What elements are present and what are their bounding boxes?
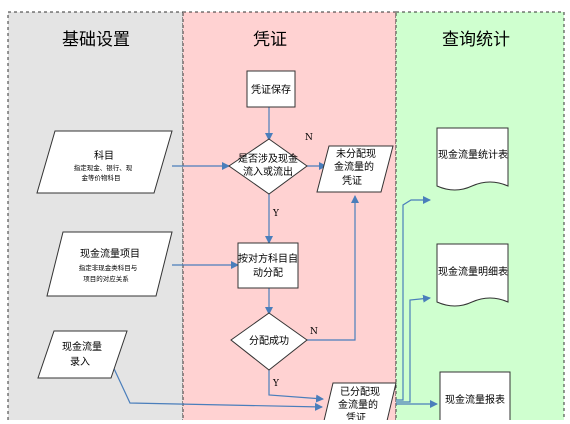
node-auto-allocate-line1: 按对方科目自 — [238, 252, 298, 265]
node-decision-cash: 是否涉及现金 流入或流出 — [228, 138, 308, 195]
node-subject: 科目 指定现金、银行、现 金等价物科目 — [36, 130, 173, 194]
node-detail-report-text: 现金流量明细表 — [438, 265, 508, 278]
node-unallocated-line2: 金流量的 — [334, 160, 374, 173]
node-voucher-save-text: 凭证保存 — [251, 83, 291, 96]
node-unallocated-line1: 未分配现 — [336, 148, 376, 160]
lane-query — [395, 11, 565, 423]
edge-allocated-to-detail — [396, 294, 431, 403]
node-subject-title: 科目 — [94, 149, 114, 162]
node-allocated-line1: 已分配现 — [340, 386, 380, 398]
edge-manual-to-allocated — [109, 359, 323, 411]
node-allocate-success: 分配成功 — [230, 312, 308, 371]
edge-label-n2: N — [310, 327, 318, 337]
edge-label-n1: N — [305, 133, 313, 143]
node-cash-item-desc-line1: 指定非现金类科目与 — [79, 263, 138, 272]
edge-label-y1: Y — [272, 209, 280, 219]
node-auto-allocate-line2: 动分配 — [253, 267, 283, 279]
edge-success-yes-to-allocated — [268, 370, 324, 403]
node-allocate-success-text: 分配成功 — [249, 335, 289, 347]
node-decision-cash-line2: 流入或流出 — [243, 165, 293, 178]
node-cash-report-text: 现金流量报表 — [445, 393, 505, 406]
node-decision-cash-line1: 是否涉及现金 — [238, 152, 298, 165]
node-allocated-line3: 凭证 — [346, 411, 366, 420]
node-manual-entry-line1: 现金流量 — [62, 340, 102, 353]
node-cash-item-title: 现金流量项目 — [80, 247, 140, 260]
edge-label-y2: Y — [272, 379, 280, 389]
node-allocated-line2: 金流量的 — [338, 398, 378, 411]
node-unallocated-line3: 凭证 — [342, 174, 362, 187]
node-allocated: 已分配现 金流量的 凭证 — [322, 382, 397, 424]
node-cash-item: 现金流量项目 指定非现金类科目与 项目的对应关系 — [46, 231, 173, 297]
node-unallocated: 未分配现 金流量的 凭证 — [316, 145, 394, 193]
lane-title-voucher: 凭证 — [253, 30, 287, 50]
lane-title-query: 查询统计 — [442, 30, 510, 50]
node-manual-entry: 现金流量 录入 — [37, 330, 128, 379]
node-detail-report: 现金流量明细表 — [436, 243, 509, 307]
node-manual-entry-line2: 录入 — [70, 356, 90, 368]
edges — [109, 107, 438, 411]
node-cash-report: 现金流量报表 — [439, 371, 511, 424]
node-subject-desc-line2: 金等价物科目 — [82, 173, 121, 182]
node-voucher-save: 凭证保存 — [246, 70, 296, 108]
node-stat-report-text: 现金流量统计表 — [438, 148, 508, 161]
node-stat-report: 现金流量统计表 — [436, 127, 509, 191]
edge-allocated-to-stat — [396, 196, 431, 401]
lane-title-basic: 基础设置 — [62, 30, 130, 50]
node-cash-item-desc-line2: 项目的对应关系 — [83, 274, 129, 283]
node-auto-allocate: 按对方科目自 动分配 — [237, 242, 299, 289]
edge-success-no-to-unallocated — [307, 195, 359, 341]
node-subject-desc-line1: 指定现金、银行、现 — [74, 163, 133, 172]
